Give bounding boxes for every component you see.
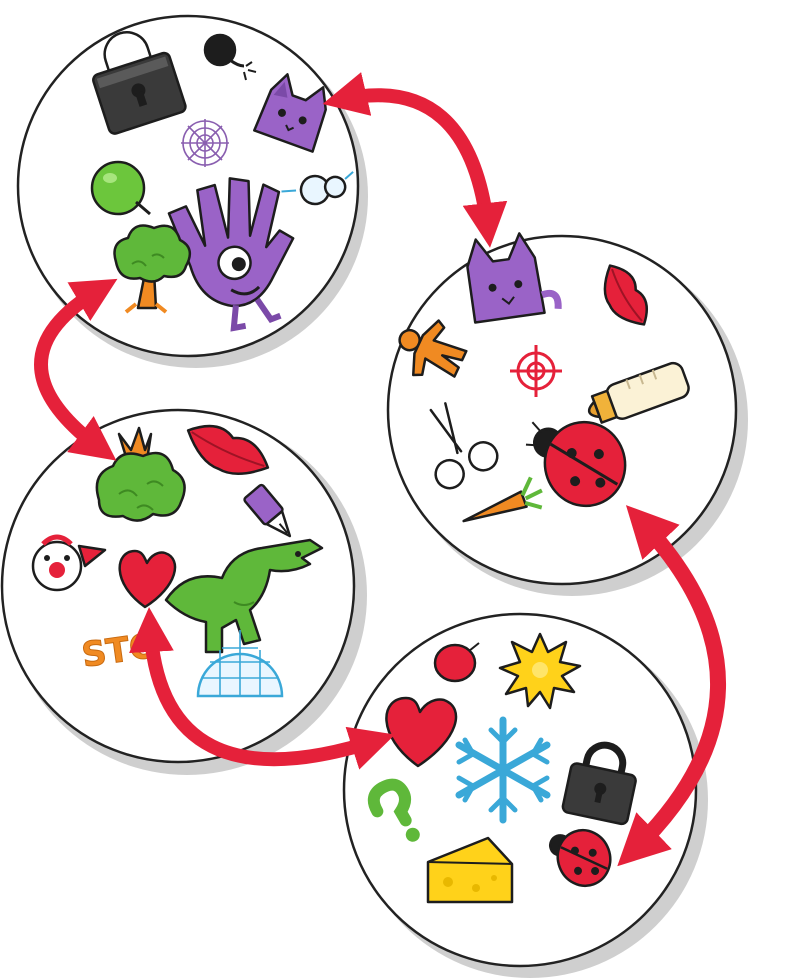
target-icon[interactable] [510,345,562,397]
tree-icon[interactable] [113,224,192,314]
balloon-icon[interactable] [433,642,480,683]
cheese-icon[interactable] [426,836,514,904]
carrot-icon[interactable] [457,475,547,534]
arrow-tree-match [34,278,118,461]
scissors-icon[interactable] [409,392,503,492]
heart-icon[interactable] [118,549,177,609]
bomb-icon[interactable] [203,33,257,81]
question-mark-icon[interactable] [367,778,427,851]
apple-icon[interactable] [90,160,151,216]
spider-web-icon[interactable] [181,119,229,167]
tree-icon[interactable] [95,426,186,522]
lips-icon[interactable] [593,259,656,335]
card-top-left[interactable] [16,14,360,358]
match-arrows [34,72,727,867]
clown-icon[interactable] [31,534,107,592]
arrow-heart-match [129,607,396,770]
sun-icon[interactable] [498,632,582,710]
padlock-icon[interactable] [82,21,187,135]
arrow-cat-match [322,72,508,248]
ladybug-icon[interactable] [521,401,635,518]
pen-icon[interactable] [243,483,299,544]
lips-icon[interactable] [179,416,275,488]
ladybug-icon[interactable] [547,821,618,894]
card-right[interactable] [386,229,738,586]
snowflake-icon[interactable] [455,716,551,824]
baby-bottle-icon[interactable] [583,360,691,429]
arrow-ladybug-match [617,505,727,867]
card-bottom[interactable] [342,612,698,968]
gingerbread-man-icon[interactable] [388,309,473,391]
hand-monster-icon[interactable] [165,169,307,335]
